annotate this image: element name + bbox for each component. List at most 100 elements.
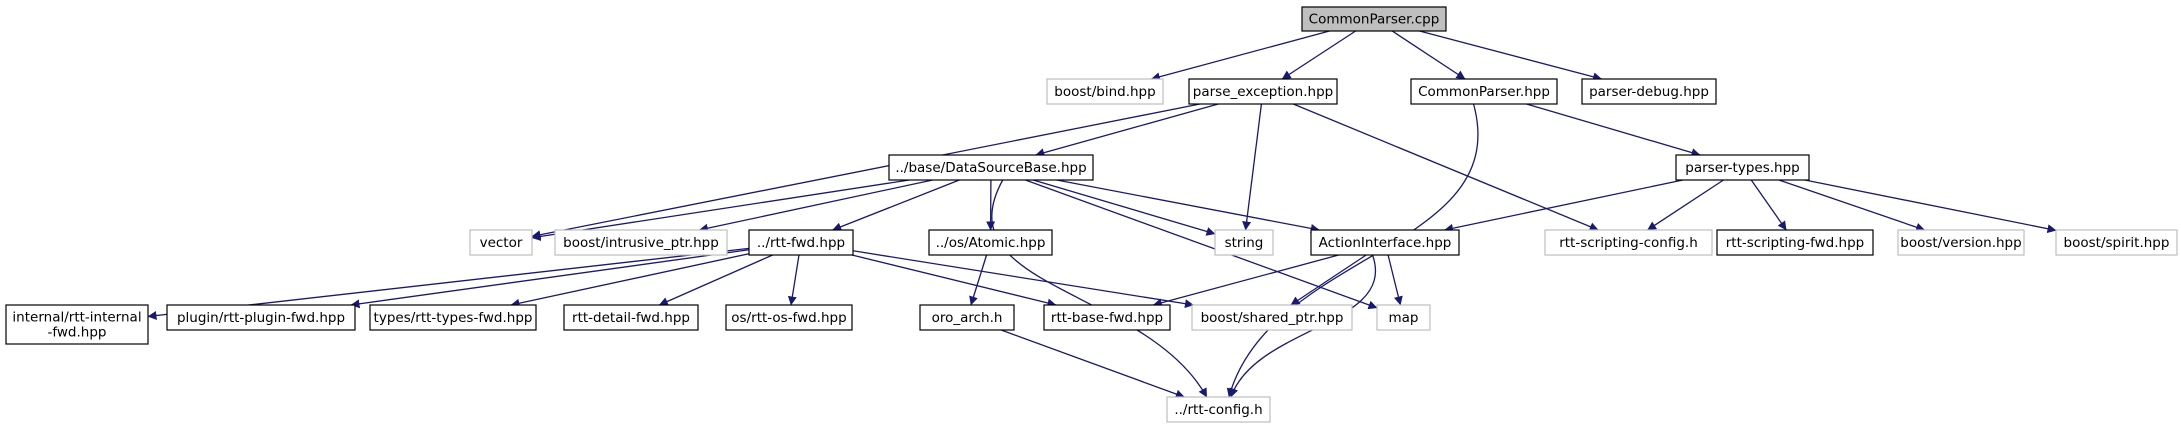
node-vector: vector xyxy=(469,229,533,256)
edge-rtt_fwd-to-rtt_plugin_fwd xyxy=(350,249,750,309)
node-rtt-scripting-fwd[interactable]: rtt-scripting-fwd.hpp xyxy=(1716,229,1874,256)
node-label: map xyxy=(1389,310,1419,326)
node-rtt-scripting-config: rtt-scripting-config.h xyxy=(1544,229,1713,256)
node-rtt-internal-fwd[interactable]: internal/rtt-internal-fwd.hpp xyxy=(5,304,149,345)
node-label: parser-debug.hpp xyxy=(1589,84,1709,100)
node-label: oro_arch.h xyxy=(932,310,1003,326)
node-label: ActionInterface.hpp xyxy=(1319,235,1452,251)
node-commonparser-hpp[interactable]: CommonParser.hpp xyxy=(1410,78,1558,105)
edge-parser_types-to-rtt_scripting_config xyxy=(1647,179,1724,231)
node-box xyxy=(1188,78,1338,105)
node-rtt-types-fwd[interactable]: types/rtt-types-fwd.hpp xyxy=(369,304,537,331)
edge-actioninterface-to-shared_ptr xyxy=(1290,254,1367,306)
edge-root-to-commonparser_hpp xyxy=(1391,30,1466,80)
node-box xyxy=(1410,78,1558,105)
node-shared-ptr: boost/shared_ptr.hpp xyxy=(1191,304,1353,331)
node-label: parse_exception.hpp xyxy=(1193,84,1333,100)
edge-parse_exception-to-string xyxy=(1242,103,1263,231)
edge-commonparser_hpp-to-parser_types xyxy=(1526,103,1701,157)
node-label: rtt-scripting-config.h xyxy=(1559,235,1698,251)
node-parser-types[interactable]: parser-types.hpp xyxy=(1675,154,1810,181)
edge-datasourcebase-to-vector xyxy=(531,179,910,241)
node-rtt-plugin-fwd[interactable]: plugin/rtt-plugin-fwd.hpp xyxy=(166,304,356,331)
edge-parser_types-to-boost_spirit xyxy=(1804,179,2057,234)
node-root: CommonParser.cpp xyxy=(1301,6,1447,32)
node-label: os/rtt-os-fwd.hpp xyxy=(731,310,846,326)
node-rtt-base-fwd[interactable]: rtt-base-fwd.hpp xyxy=(1043,304,1171,331)
node-rtt-os-fwd[interactable]: os/rtt-os-fwd.hpp xyxy=(725,304,853,331)
node-box xyxy=(369,304,537,331)
node-box xyxy=(1191,304,1353,331)
node-boost-spirit: boost/spirit.hpp xyxy=(2055,229,2178,256)
node-label: types/rtt-types-fwd.hpp xyxy=(374,310,533,326)
edge-root-to-parse_exception xyxy=(1281,30,1356,80)
node-rtt-fwd[interactable]: ../rtt-fwd.hpp xyxy=(748,229,854,256)
node-label: rtt-detail-fwd.hpp xyxy=(572,310,690,326)
node-box xyxy=(919,304,1015,331)
node-boost-version: boost/version.hpp xyxy=(1897,229,2025,256)
node-box xyxy=(1716,229,1874,256)
node-oro-arch[interactable]: oro_arch.h xyxy=(919,304,1015,331)
node-label: ../rtt-config.h xyxy=(1174,402,1262,418)
node-box xyxy=(928,229,1053,256)
edge-parser_types-to-actioninterface xyxy=(1444,179,1684,233)
node-parser-debug[interactable]: parser-debug.hpp xyxy=(1581,78,1717,105)
node-label: rtt-scripting-fwd.hpp xyxy=(1726,235,1865,251)
node-string: string xyxy=(1214,229,1274,256)
node-datasourcebase[interactable]: ../base/DataSourceBase.hpp xyxy=(888,154,1094,181)
node-label: boost/bind.hpp xyxy=(1054,84,1155,100)
edge-actioninterface-to-map xyxy=(1387,254,1403,306)
node-rtt-config: ../rtt-config.h xyxy=(1166,396,1271,423)
node-map: map xyxy=(1376,304,1431,331)
node-rtt-detail-fwd[interactable]: rtt-detail-fwd.hpp xyxy=(563,304,699,331)
node-label: boost/intrusive_ptr.hpp xyxy=(563,235,719,251)
node-box xyxy=(1301,6,1447,32)
dependency-edges xyxy=(147,30,2057,399)
node-parse-exception[interactable]: parse_exception.hpp xyxy=(1188,78,1338,105)
node-box xyxy=(166,304,356,331)
node-actioninterface[interactable]: ActionInterface.hpp xyxy=(1310,229,1460,256)
edge-oro_arch-to-rtt_config xyxy=(1000,329,1185,399)
node-label: boost/shared_ptr.hpp xyxy=(1201,310,1344,326)
edge-root-to-parser_debug xyxy=(1419,30,1603,82)
edge-rtt_fwd-to-rtt_os_fwd xyxy=(787,254,800,306)
edge-parse_exception-to-vector xyxy=(531,103,1201,240)
edge-rtt_fwd-to-rtt_types_fwd xyxy=(510,253,750,308)
node-label: parser-types.hpp xyxy=(1685,160,1799,176)
node-atomic[interactable]: ../os/Atomic.hpp xyxy=(928,229,1053,256)
node-box xyxy=(1166,396,1271,423)
edge-parser_types-to-boost_version xyxy=(1778,179,1926,232)
node-box xyxy=(1043,304,1171,331)
edge-datasourcebase-to-rtt_config xyxy=(991,179,1208,398)
node-label: ../base/DataSourceBase.hpp xyxy=(895,160,1086,176)
node-label: string xyxy=(1225,235,1264,251)
node-box xyxy=(1376,304,1431,331)
node-box xyxy=(469,229,533,256)
node-box xyxy=(1214,229,1274,256)
node-label: rtt-base-fwd.hpp xyxy=(1051,310,1163,326)
edge-datasourcebase-to-string xyxy=(1032,179,1216,236)
node-bind: boost/bind.hpp xyxy=(1046,78,1164,105)
node-intrusive-ptr: boost/intrusive_ptr.hpp xyxy=(554,229,728,256)
edge-parse_exception-to-rtt_scripting_config xyxy=(1293,103,1599,231)
edge-root-to-bind xyxy=(1150,30,1330,82)
node-label: ../os/Atomic.hpp xyxy=(936,235,1046,251)
edge-parse_exception-to-datasourcebase xyxy=(1035,103,1219,158)
edge-rtt_fwd-to-rtt_base_fwd xyxy=(851,254,1057,308)
dependency-nodes: CommonParser.cpp boost/bind.hpp parse_exce… xyxy=(5,6,2178,423)
node-box xyxy=(1675,154,1810,181)
node-box xyxy=(1897,229,2025,256)
node-box xyxy=(2055,229,2178,256)
node-box xyxy=(554,229,728,256)
edge-datasourcebase-to-actioninterface xyxy=(1056,179,1320,233)
node-label: boost/spirit.hpp xyxy=(2064,235,2170,251)
edge-atomic-to-oro_arch xyxy=(969,254,988,306)
node-box xyxy=(1581,78,1717,105)
node-label: boost/version.hpp xyxy=(1900,235,2021,251)
edge-datasourcebase-to-intrusive_ptr xyxy=(698,179,933,233)
node-box xyxy=(1544,229,1713,256)
edge-datasourcebase-to-rtt_fwd xyxy=(832,179,960,232)
node-box xyxy=(1310,229,1460,256)
node-box xyxy=(1046,78,1164,105)
